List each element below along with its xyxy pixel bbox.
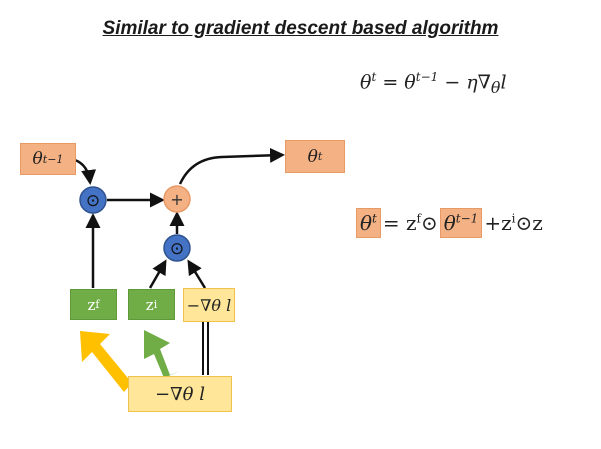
eq-theta-prev: θ — [404, 71, 416, 94]
yellow-fat-arrow — [80, 331, 142, 392]
green-fat-arrow — [144, 330, 180, 378]
eq-loss: l — [500, 71, 507, 94]
arrow-add-to-theta-out — [178, 147, 285, 185]
gated-update-equation: θt = zf⊙ θt−1 +zi⊙z — [356, 206, 545, 240]
eq-right-theta-prev-box: θt−1 — [439, 208, 483, 238]
eq-theta: θ — [360, 71, 372, 94]
eq-right-eq-z: = zf⊙ — [382, 211, 438, 235]
arrow-zi-to-odot2 — [148, 259, 167, 289]
odot-symbol-1: ⊙ — [86, 191, 100, 211]
add-symbol: + — [170, 190, 183, 209]
add-node — [163, 185, 191, 213]
eq-theta-prev-sup: t−1 — [415, 70, 439, 84]
eq-right-tail: +zi⊙z — [484, 211, 543, 235]
grad-bottom-box: −∇θ l — [128, 376, 232, 412]
grad-small-box: −∇θ l — [183, 288, 235, 322]
arrow-theta-prev-to-odot — [74, 158, 97, 185]
eq-theta-sup: t — [371, 70, 377, 84]
update-equation: θt = θt−1 − η∇θl — [360, 70, 507, 98]
eq-grad: − η∇ — [444, 71, 491, 94]
odot-symbol-2: ⊙ — [170, 239, 184, 259]
odot-node-2 — [163, 234, 191, 262]
arrow-grad-to-odot2 — [187, 259, 207, 289]
odot-node-1 — [79, 186, 107, 214]
slide-title: Similar to gradient descent based algori… — [102, 18, 499, 39]
eq-grad-sub: θ — [490, 78, 501, 98]
eq-right-theta-box: θt — [356, 208, 381, 238]
